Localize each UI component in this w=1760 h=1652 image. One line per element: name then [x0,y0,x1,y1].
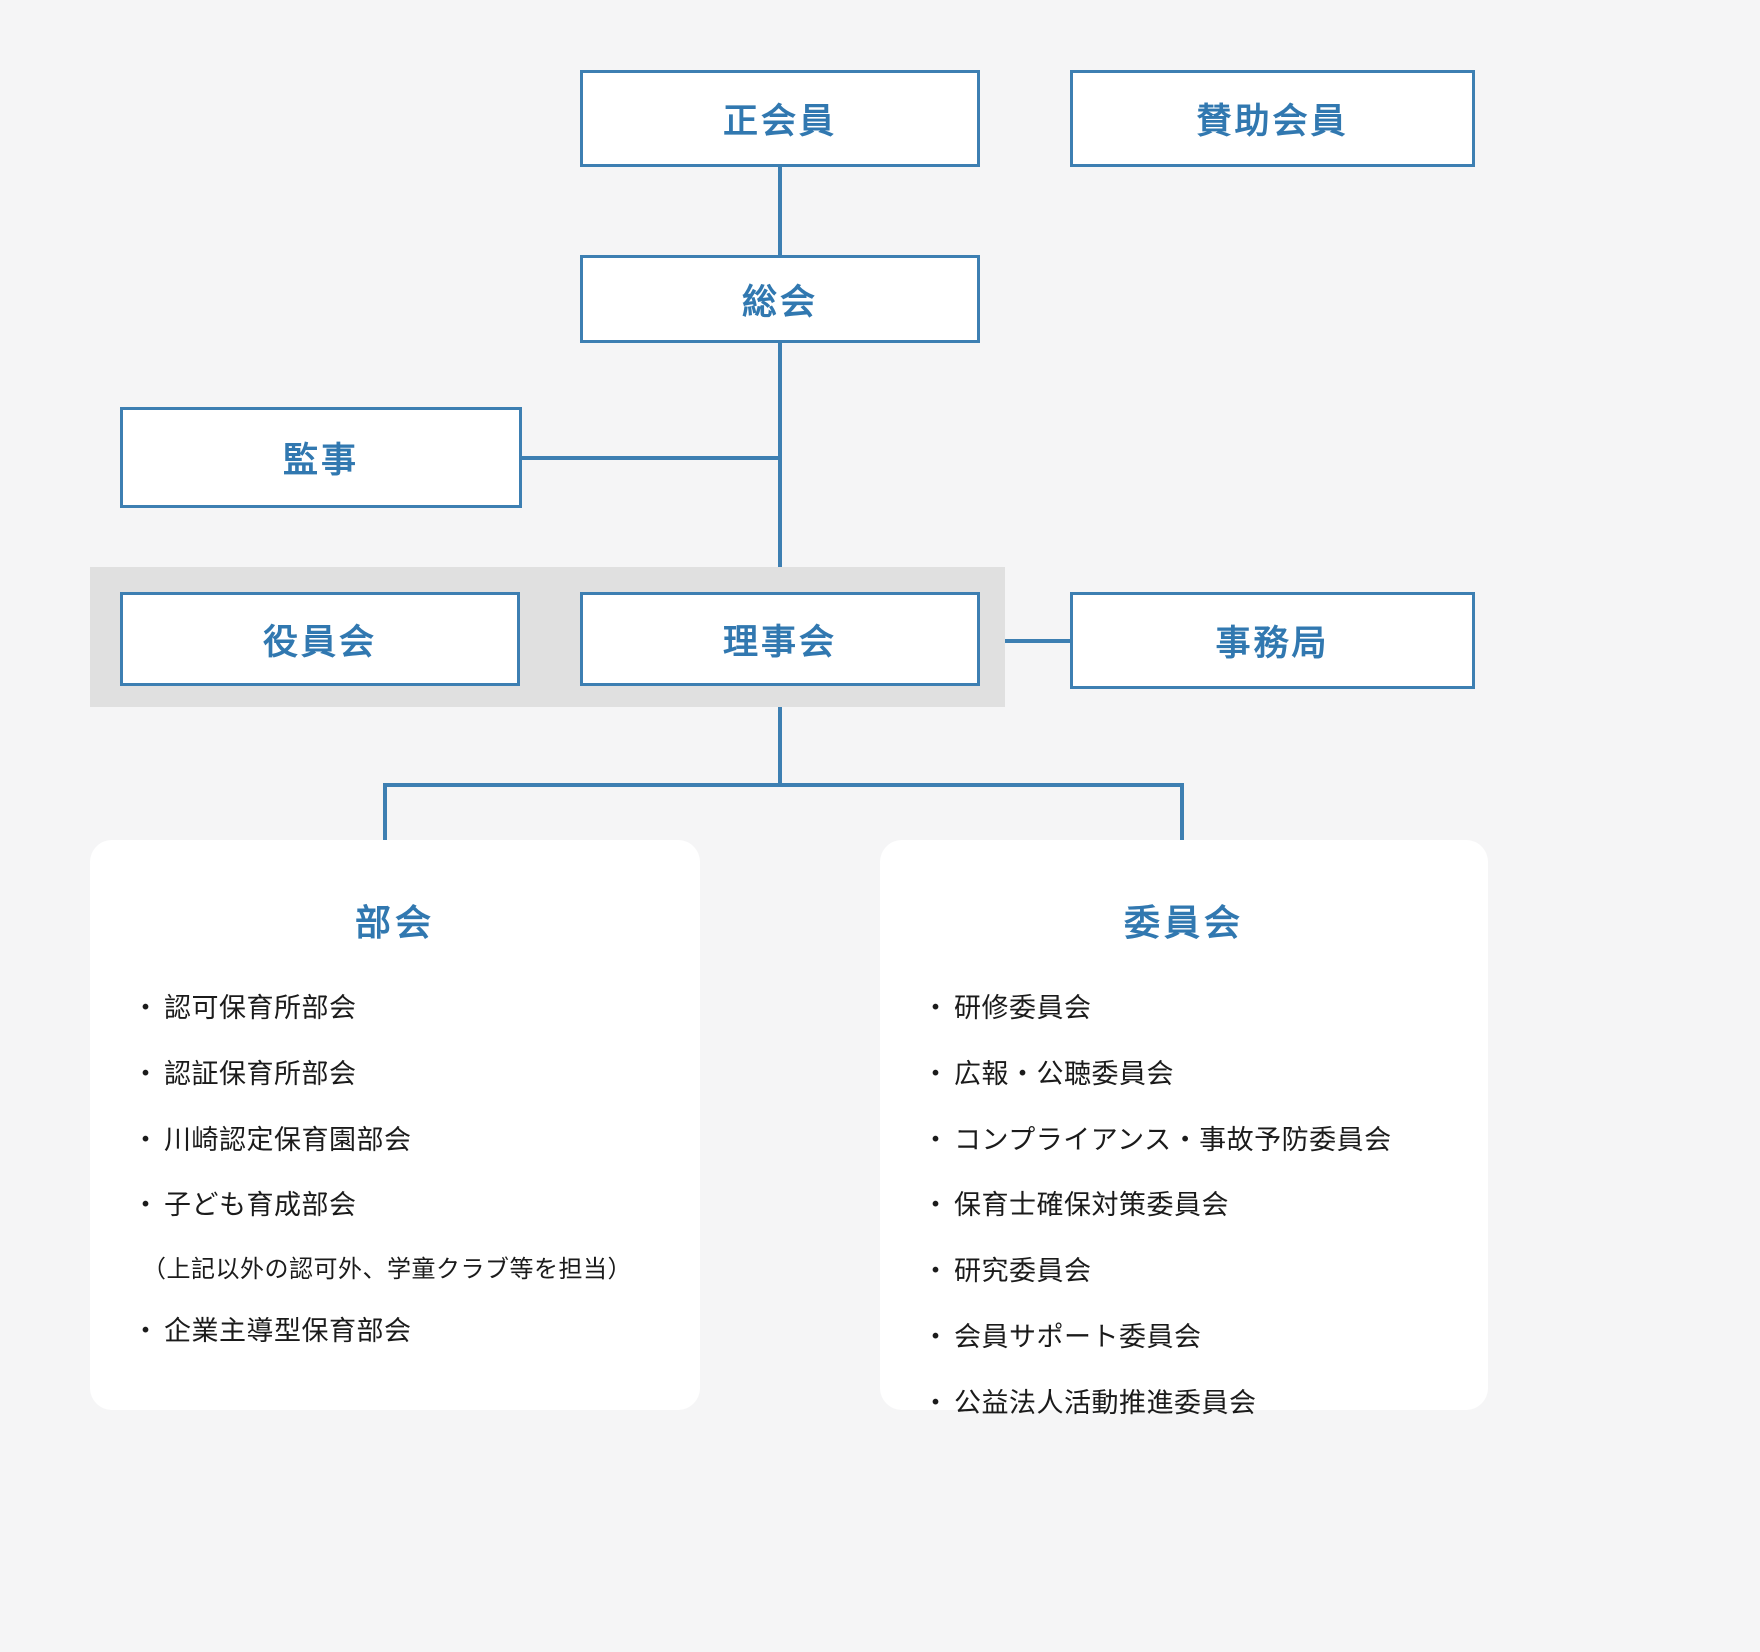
node-label: 事務局 [1215,624,1330,663]
list-item: 保育士確保対策委員会 [922,1189,1488,1223]
list-item-note: （上記以外の認可外、学童クラブ等を担当） [142,1256,632,1283]
node-auditor[interactable]: 監事 [120,407,522,508]
list-item: 広報・公聴委員会 [922,1058,1488,1092]
list-item: 会員サポート委員会 [922,1321,1488,1355]
list-item: 川崎認定保育園部会 [132,1124,700,1158]
node-supporting-member[interactable]: 賛助会員 [1070,70,1475,167]
node-label: 賛助会員 [1196,102,1349,141]
node-label: 理事会 [722,622,837,662]
list-item: コンプライアンス・事故予防委員会 [922,1124,1488,1158]
node-label: 総会 [741,282,818,322]
node-label: 役員会 [262,622,377,662]
node-general-meeting[interactable]: 総会 [580,255,980,343]
department-list: 認可保育所部会 認証保育所部会 川崎認定保育園部会 子ども育成部会 （上記以外の… [90,992,700,1349]
node-label: 監事 [282,441,359,480]
node-label: 正会員 [722,102,837,141]
panel-title: 委員会 [1123,902,1244,943]
node-board-of-directors[interactable]: 理事会 [580,592,980,686]
list-item: 認証保育所部会 [132,1058,700,1092]
list-item: 公益法人活動推進委員会 [922,1387,1488,1421]
node-officers-meeting[interactable]: 役員会 [120,592,520,686]
list-item: 認可保育所部会 [132,992,700,1026]
node-secretariat[interactable]: 事務局 [1070,592,1475,689]
list-item: 研修委員会 [922,992,1488,1026]
panel-title: 部会 [354,902,435,943]
node-regular-member[interactable]: 正会員 [580,70,980,167]
committee-list: 研修委員会 広報・公聴委員会 コンプライアンス・事故予防委員会 保育士確保対策委… [880,992,1488,1420]
list-item: 企業主導型保育部会 [132,1315,700,1349]
list-item: 研究委員会 [922,1255,1488,1289]
panel-departments: 部会 認可保育所部会 認証保育所部会 川崎認定保育園部会 子ども育成部会 （上記… [90,840,700,1410]
list-item: 子ども育成部会 [132,1189,700,1223]
panel-committees: 委員会 研修委員会 広報・公聴委員会 コンプライアンス・事故予防委員会 保育士確… [880,840,1488,1420]
